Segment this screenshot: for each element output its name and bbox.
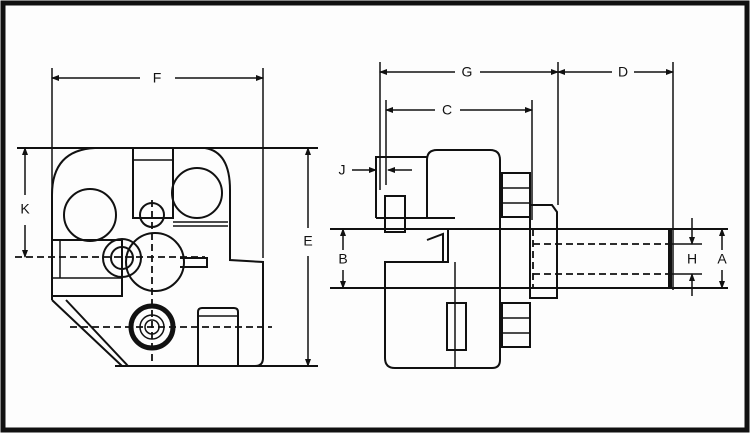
dim-label-f: F — [153, 70, 162, 86]
dim-label-a: A — [717, 251, 727, 267]
dim-label-b: B — [338, 251, 347, 267]
dim-label-g: G — [462, 64, 473, 80]
dim-label-j: J — [339, 162, 346, 178]
dim-label-k: K — [20, 201, 30, 217]
dim-label-c: C — [442, 102, 452, 118]
side-view: G D C J B H A — [330, 62, 728, 369]
dim-label-e: E — [303, 233, 312, 249]
dim-label-h: H — [687, 251, 697, 267]
front-view: F K E — [15, 68, 318, 367]
dim-label-d: D — [618, 64, 628, 80]
